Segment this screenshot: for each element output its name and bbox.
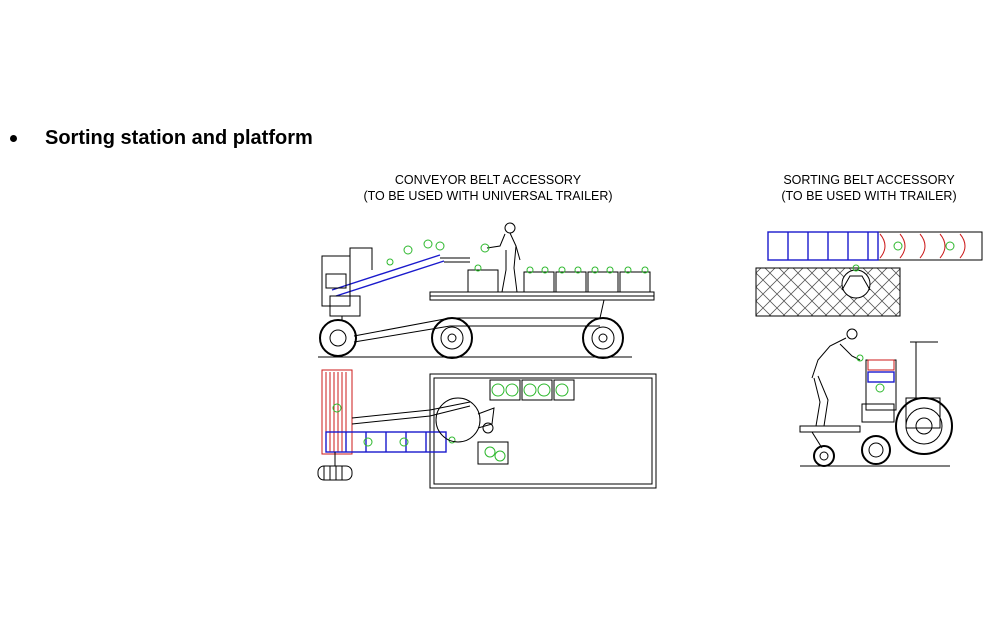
sorting-side-view bbox=[799, 328, 953, 467]
horizontal-belt bbox=[325, 431, 456, 453]
sorting-top-view bbox=[755, 231, 983, 317]
sorting-caption: SORTING BELT ACCESSORY (TO BE USED WITH … bbox=[756, 172, 982, 204]
tractor bbox=[895, 341, 953, 455]
sorting-belt-blue bbox=[767, 231, 879, 261]
sorting-caption-line2: (TO BE USED WITH TRAILER) bbox=[781, 189, 957, 203]
worker-bending bbox=[811, 328, 864, 427]
trailer-frame bbox=[353, 299, 605, 337]
trailer-outline bbox=[429, 373, 657, 489]
sorter-machine bbox=[861, 359, 897, 423]
conveyor-side-view bbox=[318, 222, 655, 359]
sorting-belt-red bbox=[879, 233, 966, 259]
hatched-platform bbox=[755, 267, 901, 317]
sorting-belt-frame bbox=[767, 231, 983, 261]
conveyor-top-view bbox=[317, 369, 657, 489]
side-platform bbox=[799, 425, 861, 433]
conveyor-caption-line2: (TO BE USED WITH UNIVERSAL TRAILER) bbox=[363, 189, 613, 203]
worker-figure bbox=[480, 222, 521, 293]
support-arm bbox=[351, 401, 471, 419]
fruit-on-crates bbox=[474, 264, 649, 274]
rear-wheel bbox=[861, 435, 891, 465]
section-title: Sorting station and platform bbox=[45, 127, 313, 149]
wheels-side bbox=[319, 317, 624, 359]
sorting-caption-line1: SORTING BELT ACCESSORY bbox=[783, 173, 955, 187]
worker-top bbox=[435, 397, 495, 443]
crates-top bbox=[477, 379, 575, 465]
bullet-icon bbox=[10, 135, 17, 142]
harvester-body bbox=[321, 247, 373, 320]
conveyor-caption: CONVEYOR BELT ACCESSORY (TO BE USED WITH… bbox=[338, 172, 638, 204]
sorter-top bbox=[841, 264, 871, 299]
crate-row bbox=[467, 269, 651, 293]
conveyor-caption-line1: CONVEYOR BELT ACCESSORY bbox=[394, 173, 582, 187]
section-heading: Sorting station and platform bbox=[10, 127, 313, 150]
platform-wheel bbox=[813, 445, 835, 467]
bottom-tyre bbox=[317, 452, 353, 481]
